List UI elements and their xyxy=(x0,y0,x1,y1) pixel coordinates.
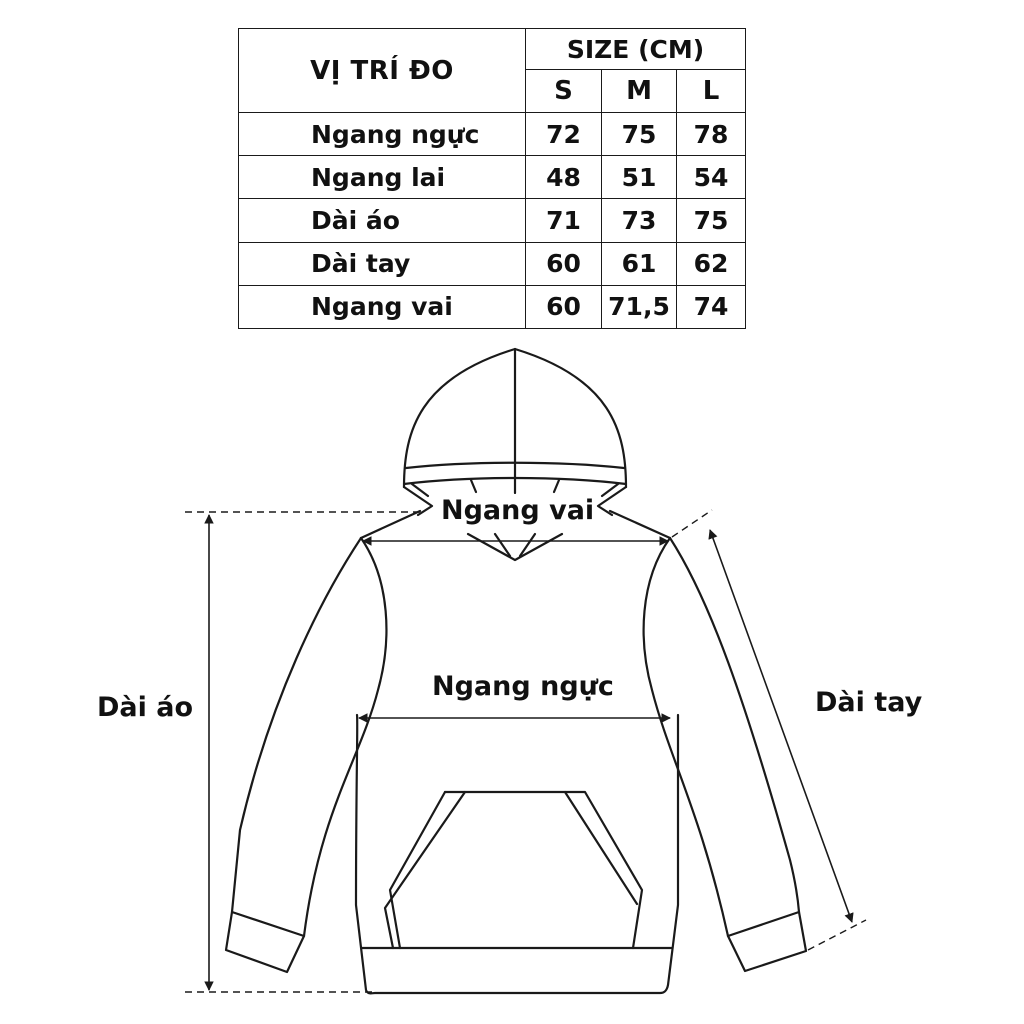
value-cell: 71 xyxy=(525,198,602,243)
value-cell: 71,5 xyxy=(601,284,677,330)
table-row: Ngang ngực 72 75 78 xyxy=(238,111,747,157)
value-cell: 51 xyxy=(601,155,677,200)
position-header: VỊ TRÍ ĐO xyxy=(238,28,526,113)
row-label: Dài tay xyxy=(238,241,526,286)
table-row: Dài áo 71 73 75 xyxy=(238,198,747,243)
left-sleeve-icon xyxy=(224,536,388,974)
size-s-header: S xyxy=(525,69,602,113)
value-cell: 54 xyxy=(675,155,747,200)
value-cell: 74 xyxy=(675,284,747,330)
table-row: Ngang lai 48 51 54 xyxy=(238,155,747,200)
value-cell: 62 xyxy=(675,241,747,286)
row-label: Ngang ngực xyxy=(238,111,526,157)
chest-label: Ngang ngực xyxy=(432,671,614,702)
value-cell: 78 xyxy=(675,111,747,157)
value-cell: 48 xyxy=(525,155,602,200)
table-row: Ngang vai 60 71,5 74 xyxy=(238,284,747,330)
sleeve-length-label: Dài tay xyxy=(815,687,923,718)
row-label: Ngang vai xyxy=(238,284,526,330)
size-chart-table: VỊ TRÍ ĐO SIZE (CM) S M L Ngang ngực 72 … xyxy=(238,28,747,330)
size-m-header: M xyxy=(601,69,677,113)
body-length-label: Dài áo xyxy=(97,692,194,723)
body-icon xyxy=(354,713,680,995)
value-cell: 61 xyxy=(601,241,677,286)
value-cell: 72 xyxy=(525,111,602,157)
right-sleeve-icon xyxy=(642,536,808,973)
size-header: SIZE (CM) xyxy=(524,28,747,70)
value-cell: 60 xyxy=(525,241,602,286)
shoulder-label: Ngang vai xyxy=(441,495,595,526)
sleeve-length-arrow xyxy=(708,529,854,923)
value-cell: 60 xyxy=(525,284,602,330)
value-cell: 75 xyxy=(675,198,747,243)
table-row: Dài tay 60 61 62 xyxy=(238,241,747,286)
